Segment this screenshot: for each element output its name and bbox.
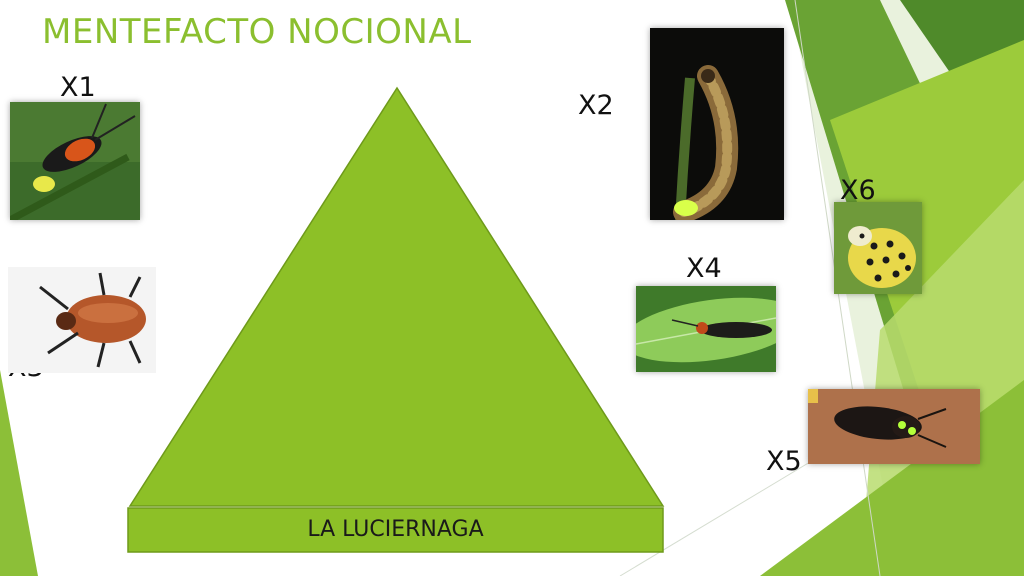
- slide-title: MENTEFACTO NOCIONAL: [42, 12, 472, 52]
- label-x4: X4: [686, 253, 722, 284]
- photo-firefly-on-leaf: [636, 286, 776, 372]
- photo-glowing-click-beetle: [808, 389, 980, 464]
- pyramid-base: [127, 507, 664, 553]
- photo-yellow-ladybug: [834, 202, 922, 294]
- label-x2: X2: [578, 90, 614, 121]
- pyramid-triangle: [128, 86, 665, 507]
- photo-firefly-on-stem: [10, 102, 140, 220]
- label-x6: X6: [840, 175, 876, 206]
- label-x1: X1: [60, 72, 96, 103]
- label-x5: X5: [766, 446, 802, 477]
- photo-glowing-larva: [650, 28, 784, 220]
- photo-brown-beetle: [8, 267, 156, 373]
- pyramid-base-label: LA LUCIERNAGA: [307, 517, 484, 542]
